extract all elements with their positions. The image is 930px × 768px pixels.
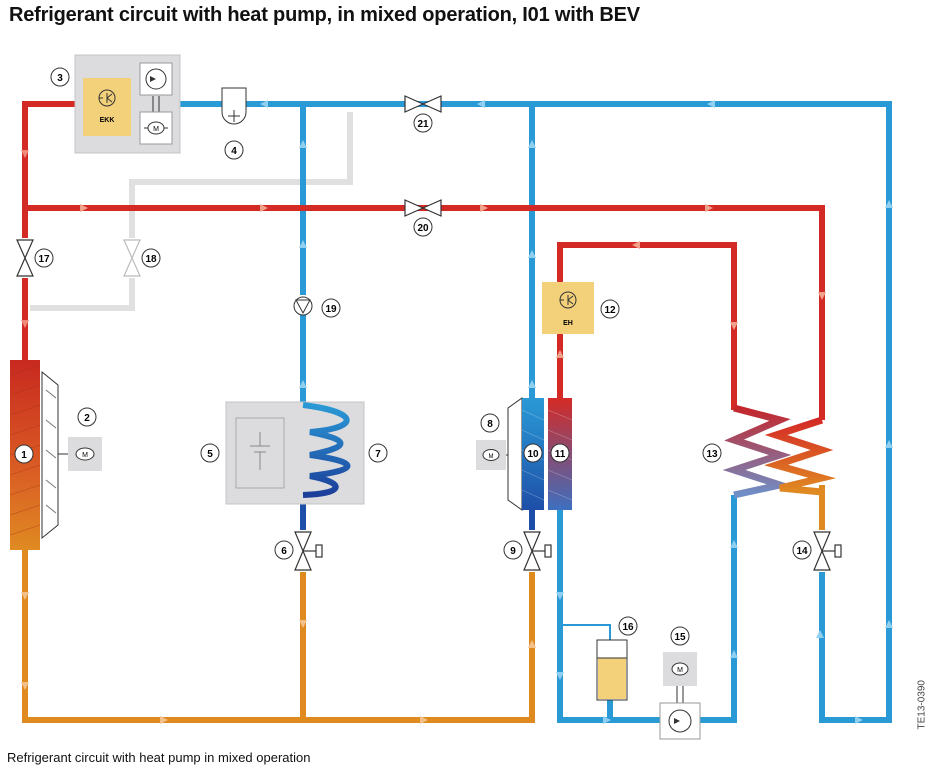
callout-7: 7 — [375, 449, 381, 460]
flow-arrows — [21, 100, 893, 724]
motor-label-15: M — [677, 667, 683, 674]
check-valve-19 — [293, 296, 313, 316]
callout-12: 12 — [604, 305, 616, 316]
callout-20: 20 — [417, 223, 429, 234]
transistor-icon — [99, 93, 113, 103]
valve-18 — [123, 239, 141, 277]
callout-8: 8 — [487, 419, 493, 430]
motor-label-8: M — [489, 454, 494, 460]
callout-11: 11 — [555, 449, 566, 460]
transistor-icon — [560, 295, 574, 305]
accumulator-16 — [596, 639, 628, 701]
callout-3: 3 — [57, 73, 63, 84]
callout-circles — [14, 67, 812, 646]
pump-15 — [659, 652, 701, 740]
callout-10: 10 — [527, 449, 539, 460]
expansion-valve-14 — [813, 531, 842, 571]
callout-16: 16 — [622, 622, 634, 633]
callout-5: 5 — [207, 449, 213, 460]
eh-label: EH — [563, 320, 573, 327]
figure-caption: Refrigerant circuit with heat pump in mi… — [7, 750, 311, 765]
low-pressure-pipes — [180, 101, 892, 723]
callout-14: 14 — [796, 546, 808, 557]
ekk-label: EKK — [100, 117, 115, 124]
callout-15: 15 — [674, 632, 686, 643]
liquid-pipes — [22, 485, 825, 723]
evaporator-housing — [225, 401, 365, 505]
callout-2: 2 — [84, 413, 90, 424]
accumulator-line — [560, 624, 611, 640]
fan-motor-8 — [476, 397, 523, 511]
receiver-4 — [221, 87, 247, 125]
callout-1: 1 — [21, 450, 27, 461]
valve-17 — [16, 239, 34, 277]
expansion-valve-6 — [294, 531, 323, 571]
motor-label-2: M — [82, 452, 88, 459]
valve-21 — [404, 95, 442, 113]
callout-17: 17 — [38, 254, 50, 265]
callout-21: 21 — [417, 119, 429, 130]
callout-18: 18 — [145, 254, 157, 265]
fan-motor-2 — [68, 437, 102, 471]
internal-heat-exchanger-13 — [722, 404, 836, 499]
condenser-fan-shroud — [41, 370, 59, 540]
motor-label-3: M — [153, 126, 159, 133]
reference-code: TE13-0390 — [916, 680, 927, 730]
callout-4: 4 — [231, 146, 237, 157]
callout-13: 13 — [706, 449, 718, 460]
callout-19: 19 — [325, 304, 337, 315]
page-title: Refrigerant circuit with heat pump, in m… — [9, 4, 640, 26]
compressor-unit — [74, 54, 181, 154]
callout-6: 6 — [281, 546, 287, 557]
expansion-valve-9 — [523, 531, 552, 571]
callout-9: 9 — [510, 546, 516, 557]
valve-20 — [404, 199, 442, 217]
evaporator-coil — [302, 402, 351, 498]
electric-heater-12 — [542, 282, 594, 334]
